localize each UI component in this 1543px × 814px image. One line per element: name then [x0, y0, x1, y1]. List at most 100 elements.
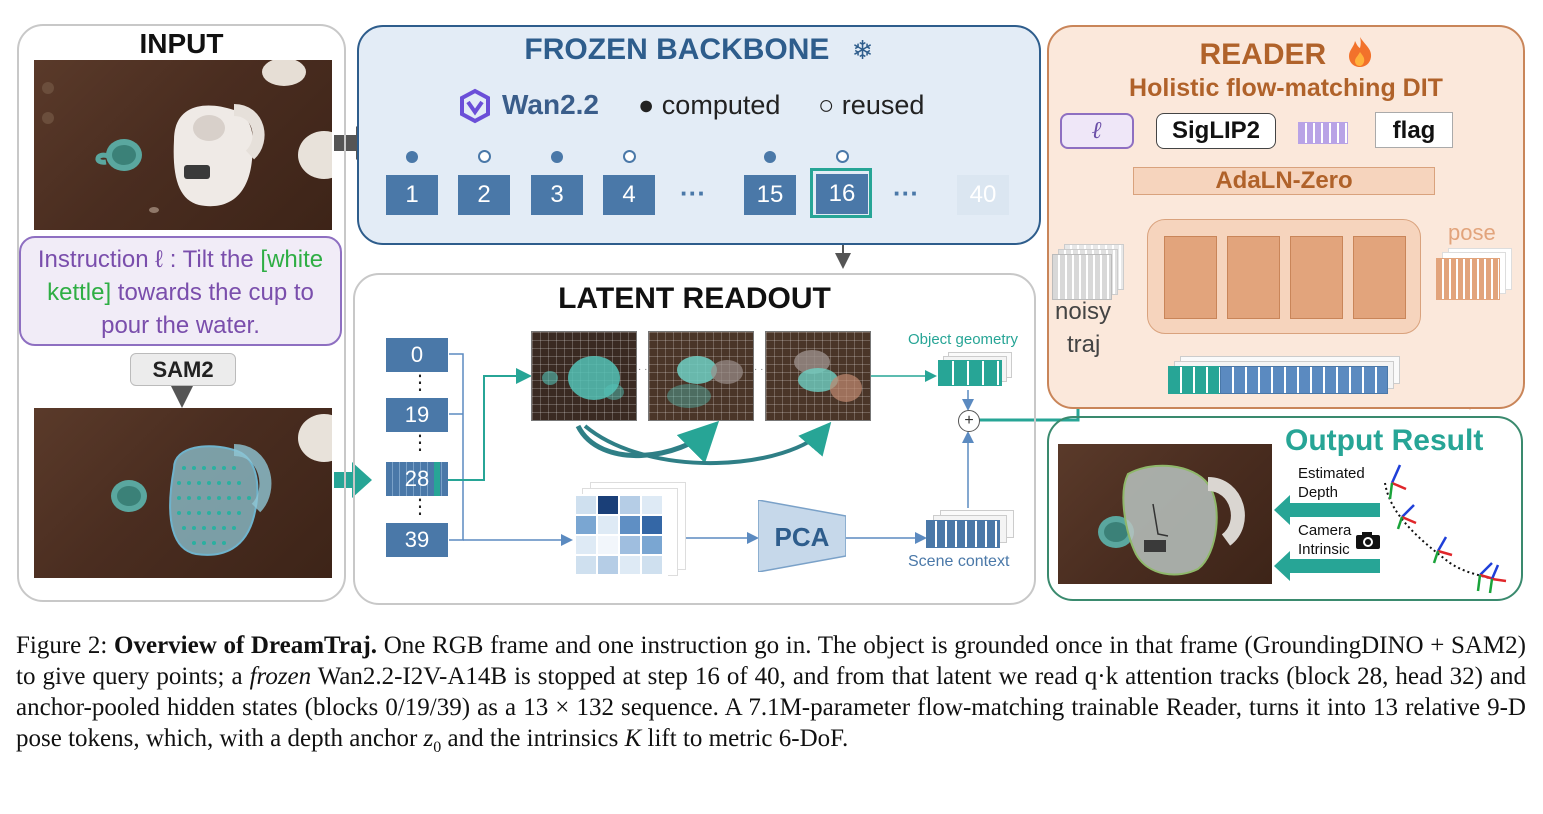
legend-reused: ○ reused [818, 90, 925, 120]
step-16-reused-marker [836, 150, 849, 163]
fire-icon [1347, 36, 1373, 76]
block-tile-attention: 28 [386, 462, 448, 496]
pca-block: PCA [757, 499, 847, 573]
noisy-traj-label-line-1: noisy [1055, 298, 1112, 325]
readout-title: LATENT READOUT [558, 282, 831, 315]
object-geometry-label: Object geometry [908, 331, 1019, 348]
conditioning-sequence-tokens [1168, 356, 1404, 396]
block-tile: 0 [386, 338, 448, 372]
block-tile: 19 [386, 398, 448, 432]
vdots: ⋮ [410, 496, 430, 518]
attention-heatmap-frame-2 [648, 331, 754, 421]
pose-tokens [1436, 248, 1516, 300]
segmentation-drawing [111, 414, 332, 556]
step-tile-final: 40 [957, 175, 1009, 215]
heatmap-gap-dots: · · · [638, 364, 654, 375]
scene-context-label: Scene context [908, 553, 1010, 570]
step-3-computed-marker [551, 151, 563, 163]
step-tile: 4 [603, 175, 655, 215]
wan-model-name: Wan2.2 [502, 89, 599, 120]
caption-bold: Overview of DreamTraj. [114, 632, 378, 659]
instruction-prefix: Instruction ℓ : Tilt the [37, 246, 261, 273]
caption-z0: z [423, 725, 434, 752]
siglip-encoder-box: SigLIP2 [1156, 113, 1276, 149]
attention-heatmap-frame-1 [531, 331, 637, 421]
siglip-output-tokens [1298, 122, 1348, 144]
adaln-zero-block: AdaLN-Zero [1133, 167, 1435, 195]
depth-arrow [1274, 495, 1380, 525]
intrinsic-arrow [1274, 551, 1380, 581]
step-15-computed-marker [764, 151, 776, 163]
input-frame-image [34, 60, 332, 230]
input-title: INPUT [139, 28, 224, 59]
output-title: Output Result [1285, 424, 1484, 457]
reader-title-text: READER [1199, 38, 1327, 71]
attention-heatmap-frame-3 [765, 331, 871, 421]
instruction-box: Instruction ℓ : Tilt the [white kettle] … [19, 236, 342, 346]
vdots: ⋮ [410, 432, 430, 454]
output-panel [1047, 416, 1523, 601]
plus-combine-node: + [958, 410, 980, 432]
step-tile: 2 [458, 175, 510, 215]
scene-context-tokens [926, 510, 1016, 550]
step-1-computed-marker [406, 151, 418, 163]
caption-z0-sub: 0 [433, 739, 442, 756]
estimated-depth-label-line-2: Depth [1298, 484, 1339, 501]
figure-caption: Figure 2: Overview of DreamTraj. One RGB… [16, 630, 1526, 763]
reader-panel [1047, 25, 1525, 409]
output-overlay-drawing [1098, 464, 1245, 576]
caption-part-3: and the intrinsics [441, 725, 625, 752]
block-tile: 39 [386, 523, 448, 557]
reader-title: READER [1047, 36, 1525, 76]
step-tile: 3 [531, 175, 583, 215]
step-2-reused-marker [478, 150, 491, 163]
pose-label: pose [1448, 220, 1496, 245]
step-16-highlight [810, 168, 872, 218]
estimated-depth-label-line-1: Estimated [1298, 465, 1365, 482]
step-tile-selected: 16 [816, 174, 868, 214]
pca-label: PCA [774, 522, 830, 552]
camera-icon [1355, 530, 1381, 555]
attention-head-stripe [434, 462, 440, 496]
backbone-title-text: FROZEN BACKBONE [524, 33, 830, 66]
instruction-suffix: towards the cup to pour the water. [101, 279, 314, 339]
caption-k: K [624, 725, 642, 752]
input-panel [17, 24, 346, 602]
output-result-image [1058, 444, 1272, 584]
legend-computed: ● computed [638, 90, 781, 120]
instruction-token-box: ℓ [1060, 113, 1134, 149]
readout-panel [353, 273, 1036, 605]
heatmap-gap-dots: · · · [754, 364, 770, 375]
vdots: ⋮ [410, 372, 430, 394]
block-28-label: 28 [404, 466, 430, 491]
step-ellipsis: ··· [680, 178, 706, 208]
segmented-frame-image [34, 408, 332, 578]
instruction-object: [white kettle] [47, 246, 324, 306]
backbone-title: FROZEN BACKBONE ❄ [357, 33, 1041, 67]
object-geometry-tokens [938, 352, 1012, 386]
noisy-traj-tokens [1052, 244, 1124, 300]
caption-frozen: frozen [249, 663, 312, 690]
dit-layer-block [1353, 236, 1406, 319]
caption-label: Figure 2: [16, 632, 115, 659]
noisy-traj-label-line-2: traj [1067, 331, 1101, 358]
pose-axis-triads [1388, 464, 1507, 594]
snowflake-icon: ❄ [851, 35, 874, 65]
caption-part-4: lift to metric 6-DoF. [641, 725, 849, 752]
caption-part-1: One RGB frame and one instruction go in.… [16, 632, 1527, 690]
camera-intrinsic-label-line-1: Camera [1298, 522, 1352, 539]
dit-layer-block [1290, 236, 1343, 319]
step-tile: 1 [386, 175, 438, 215]
dit-layer-block [1164, 236, 1217, 319]
reader-subtitle: Holistic flow-matching DIT [1129, 74, 1443, 102]
sam2-label: SAM2 [130, 353, 236, 386]
step-ellipsis: ··· [893, 178, 919, 208]
wan-logo-icon [457, 88, 493, 124]
flag-box: flag [1375, 112, 1453, 148]
six-dof-trajectory-plot [1384, 464, 1507, 594]
step-4-reused-marker [623, 150, 636, 163]
camera-intrinsic-label-line-2: Intrinsic [1298, 541, 1350, 558]
similarity-matrix [574, 482, 686, 580]
step-tile: 15 [744, 175, 796, 215]
kettle-scene-drawing [42, 60, 332, 213]
